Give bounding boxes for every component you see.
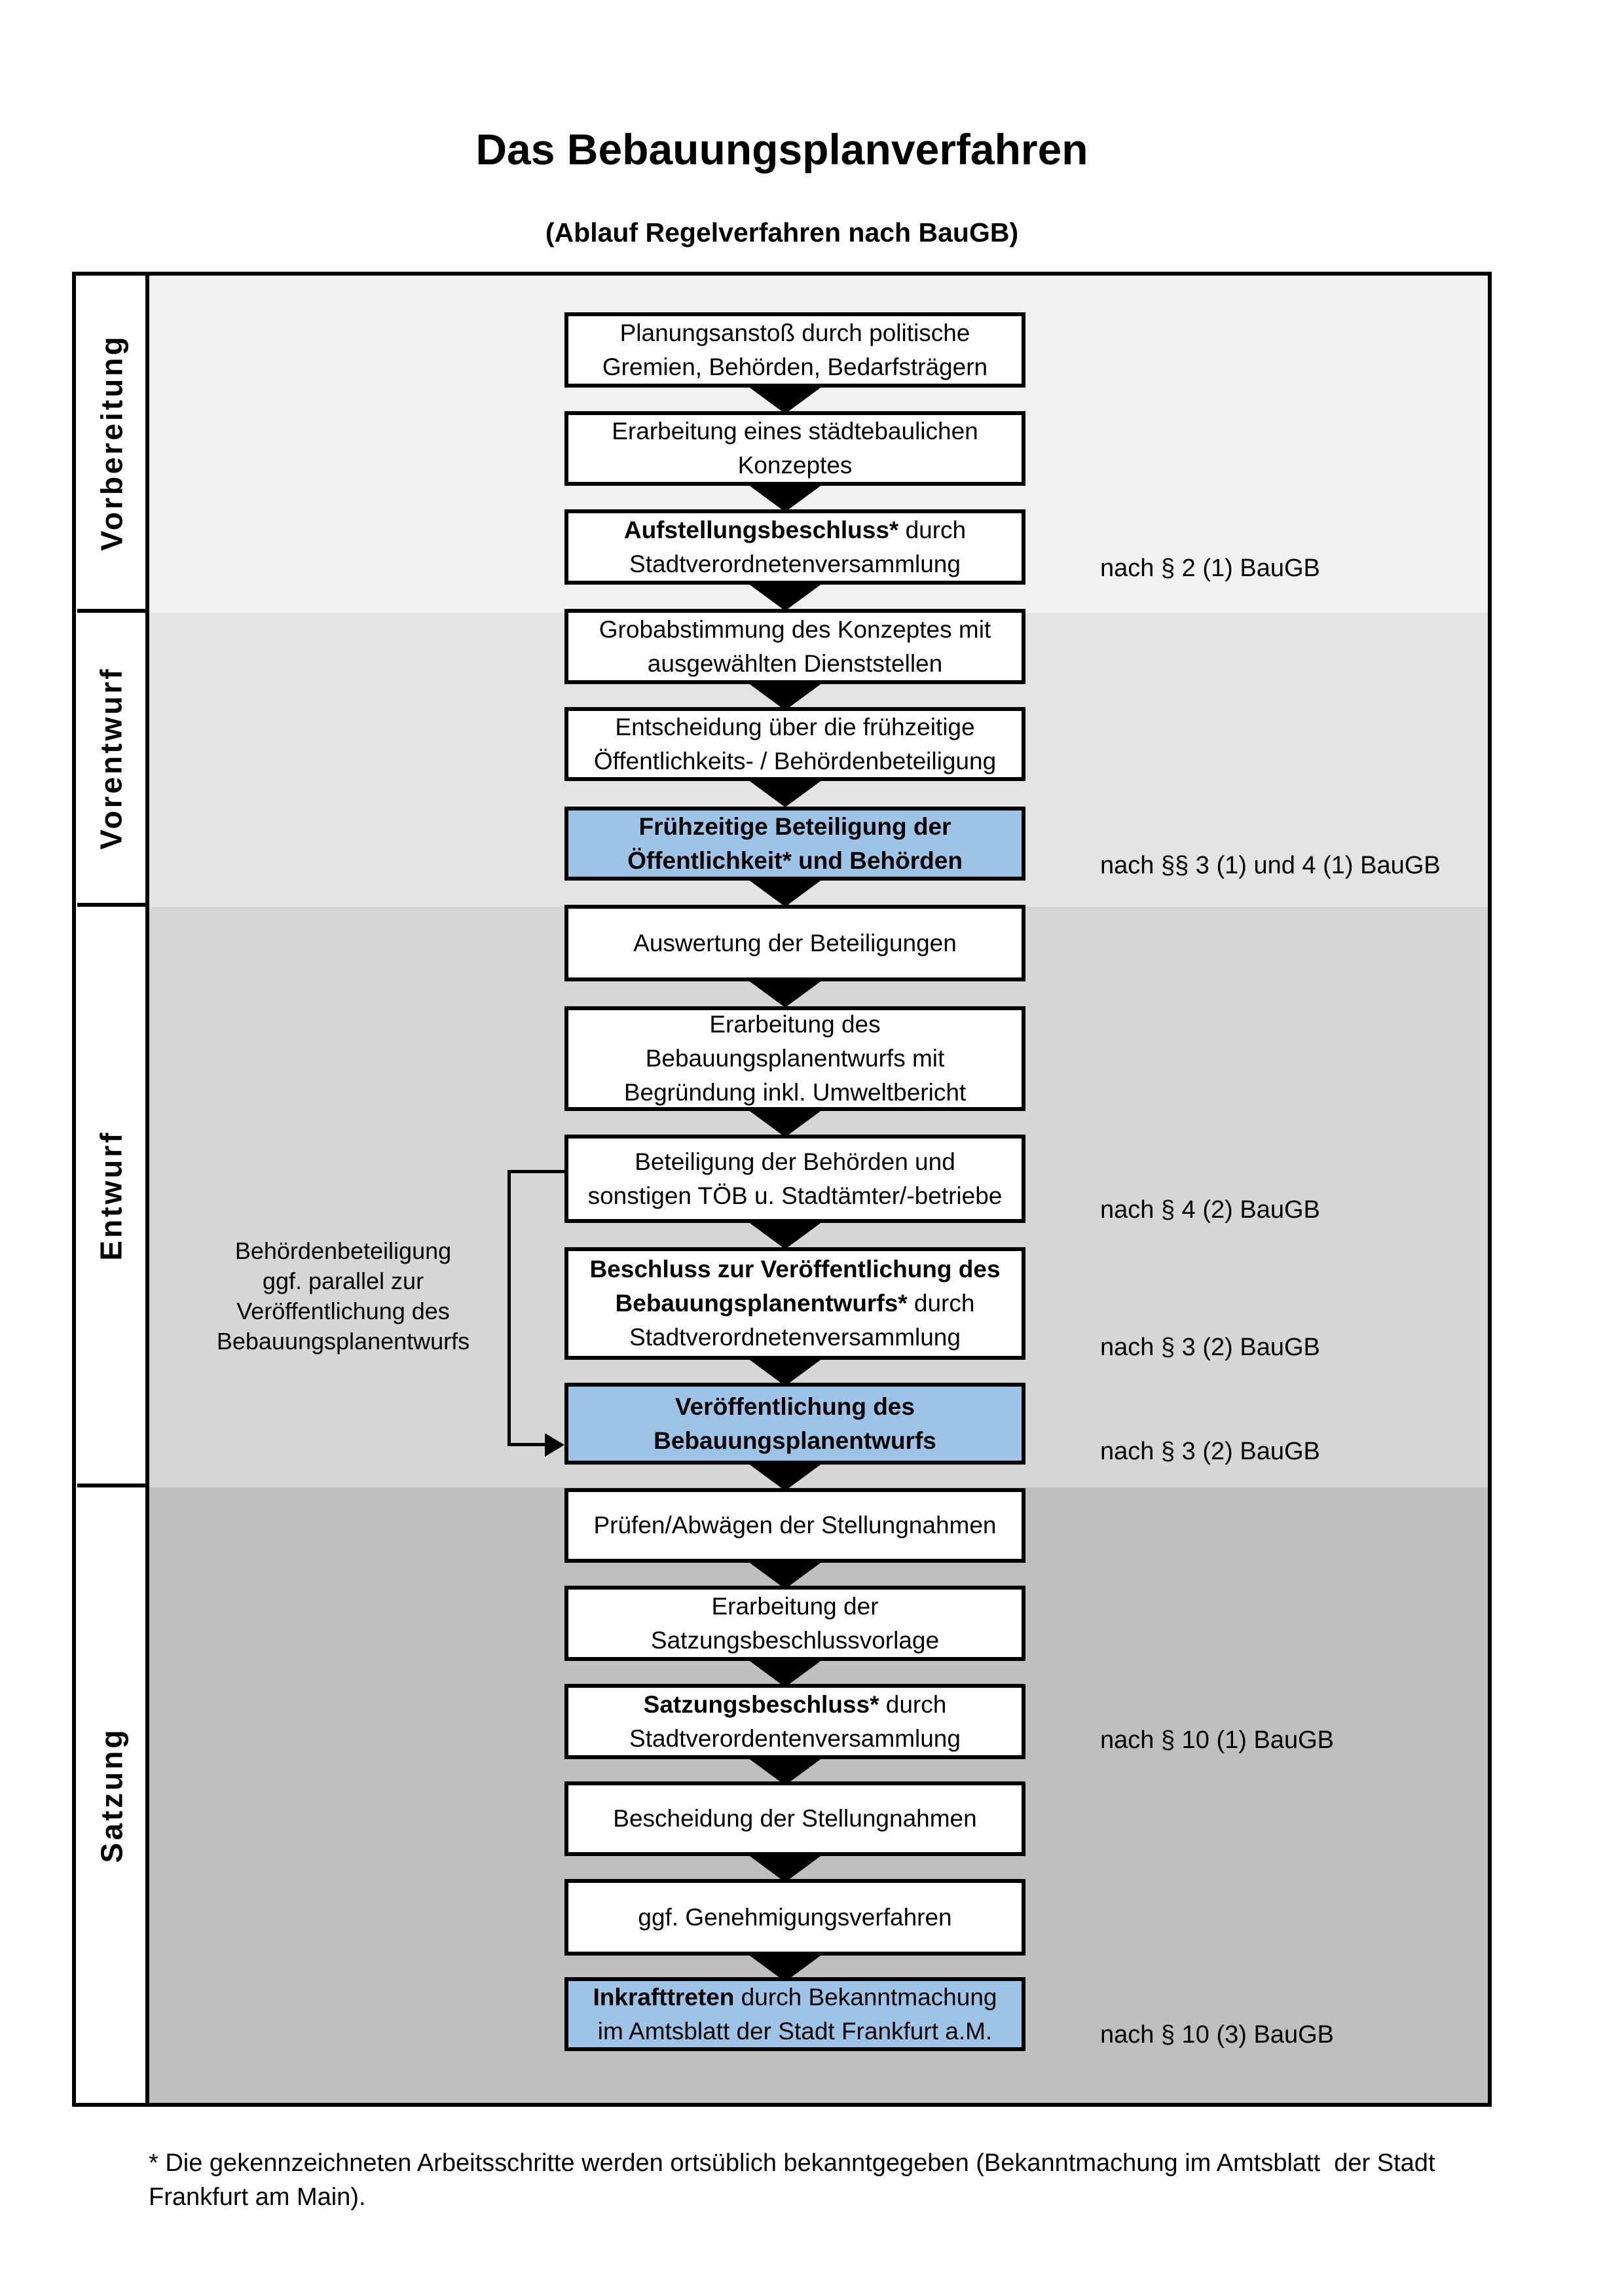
parallel-connector-bottom-line (507, 1443, 547, 1446)
down-arrow-icon (748, 1660, 822, 1687)
legal-reference-satzungsbeschluss: nach § 10 (1) BauGB (1100, 1726, 1334, 1754)
phase-cell-vorentwurf: Vorentwurf (77, 613, 145, 907)
parallel-connector-vertical-line (507, 1170, 511, 1445)
page-title: Das Bebauungsplanverfahren (475, 125, 1088, 173)
legal-reference-aufstellungsbeschluss: nach § 2 (1) BauGB (1100, 555, 1320, 582)
box-grobabstimmung: Grobabstimmung des Konzeptes mit ausgewä… (564, 609, 1025, 684)
phase-label-satzung: Satzung (94, 1727, 129, 1863)
phase-cell-entwurf: Entwurf (77, 907, 145, 1487)
box-auswertung-beteiligungen: Auswertung der Beteiligungen (564, 905, 1025, 981)
diagram-frame (72, 272, 1492, 2107)
down-arrow-icon (748, 1110, 822, 1137)
box-entscheidung-beteiligung: Entscheidung über die frühzeitige Öffent… (564, 707, 1025, 781)
legal-reference-fruehzeitige-beteiligung: nach §§ 3 (1) und 4 (1) BauGB (1100, 852, 1441, 879)
down-arrow-icon (748, 879, 822, 907)
page-subtitle: (Ablauf Regelverfahren nach BauGB) (545, 217, 1019, 247)
phase-cell-satzung: Satzung (77, 1487, 145, 2103)
box-genehmigungsverfahren: ggf. Genehmigungsverfahren (564, 1879, 1025, 1956)
phase-label-vorentwurf: Vorentwurf (94, 666, 128, 850)
down-arrow-icon (748, 386, 822, 414)
legal-reference-veroeffentlichung: nach § 3 (2) BauGB (1100, 1438, 1320, 1465)
down-arrow-icon (748, 1758, 822, 1785)
box-planungsanstoss: Planungsanstoß durch politische Gremien,… (564, 312, 1025, 388)
box-satzungsbeschlussvorlage: Erarbeitung der Satzungsbeschlussvorlage (564, 1586, 1025, 1661)
box-pruefen-abwaegen: Prüfen/Abwägen der Stellungnahmen (564, 1488, 1025, 1563)
box-aufstellungsbeschluss: Aufstellungsbeschluss* durch Stadtverord… (564, 509, 1025, 585)
legal-reference-toeb-beteiligung: nach § 4 (2) BauGB (1100, 1196, 1320, 1224)
box-satzungsbeschluss: Satzungsbeschluss* durch Stadtverordente… (564, 1684, 1025, 1759)
box-bebauungsplanentwurf: Erarbeitung des Bebauungsplanentwurfs mi… (564, 1006, 1025, 1111)
down-arrow-icon (748, 583, 822, 611)
down-arrow-icon (748, 1561, 822, 1589)
down-arrow-icon (748, 1222, 822, 1249)
right-arrow-icon (545, 1433, 564, 1457)
box-bescheidung: Bescheidung der Stellungnahmen (564, 1781, 1025, 1856)
parallel-connector-top-line (507, 1170, 564, 1173)
down-arrow-icon (748, 1463, 822, 1491)
legal-reference-veroeffentlichungsbeschluss: nach § 3 (2) BauGB (1100, 1334, 1320, 1361)
footnote: * Die gekennzeichneten Arbeitsschritte w… (149, 2149, 1435, 2211)
phase-label-entwurf: Entwurf (94, 1129, 129, 1261)
box-veroeffentlichungsbeschluss: Beschluss zur Veröffentlichung des Bebau… (564, 1247, 1025, 1360)
box-toeb-beteiligung: Beteiligung der Behörden und sonstigen T… (564, 1135, 1025, 1223)
side-note-behoerdenbeteiligung: Behördenbeteiligung ggf. parallel zur Ve… (216, 1237, 470, 1355)
down-arrow-icon (748, 683, 822, 710)
down-arrow-icon (748, 980, 822, 1008)
phase-label-vorbereitung: Vorbereitung (94, 334, 129, 551)
down-arrow-icon (748, 1855, 822, 1882)
legal-reference-inkrafttreten: nach § 10 (3) BauGB (1100, 2021, 1334, 2049)
phase-column: Vorbereitung Vorentwurf Entwurf Satzung (77, 276, 149, 2103)
down-arrow-icon (748, 1358, 822, 1386)
down-arrow-icon (748, 484, 822, 512)
box-staedtebauliches-konzept: Erarbeitung eines städtebaulichen Konzep… (564, 411, 1025, 486)
box-veroeffentlichung-entwurf: Veröffentlichung des Bebauungsplanentwur… (564, 1383, 1025, 1465)
box-fruehzeitige-beteiligung: Frühzeitige Beteiligung der Öffentlichke… (564, 807, 1025, 881)
phase-cell-vorbereitung: Vorbereitung (77, 276, 145, 613)
down-arrow-icon (748, 780, 822, 807)
box-inkrafttreten: Inkrafttreten durch Bekanntmachung im Am… (564, 1977, 1025, 2051)
